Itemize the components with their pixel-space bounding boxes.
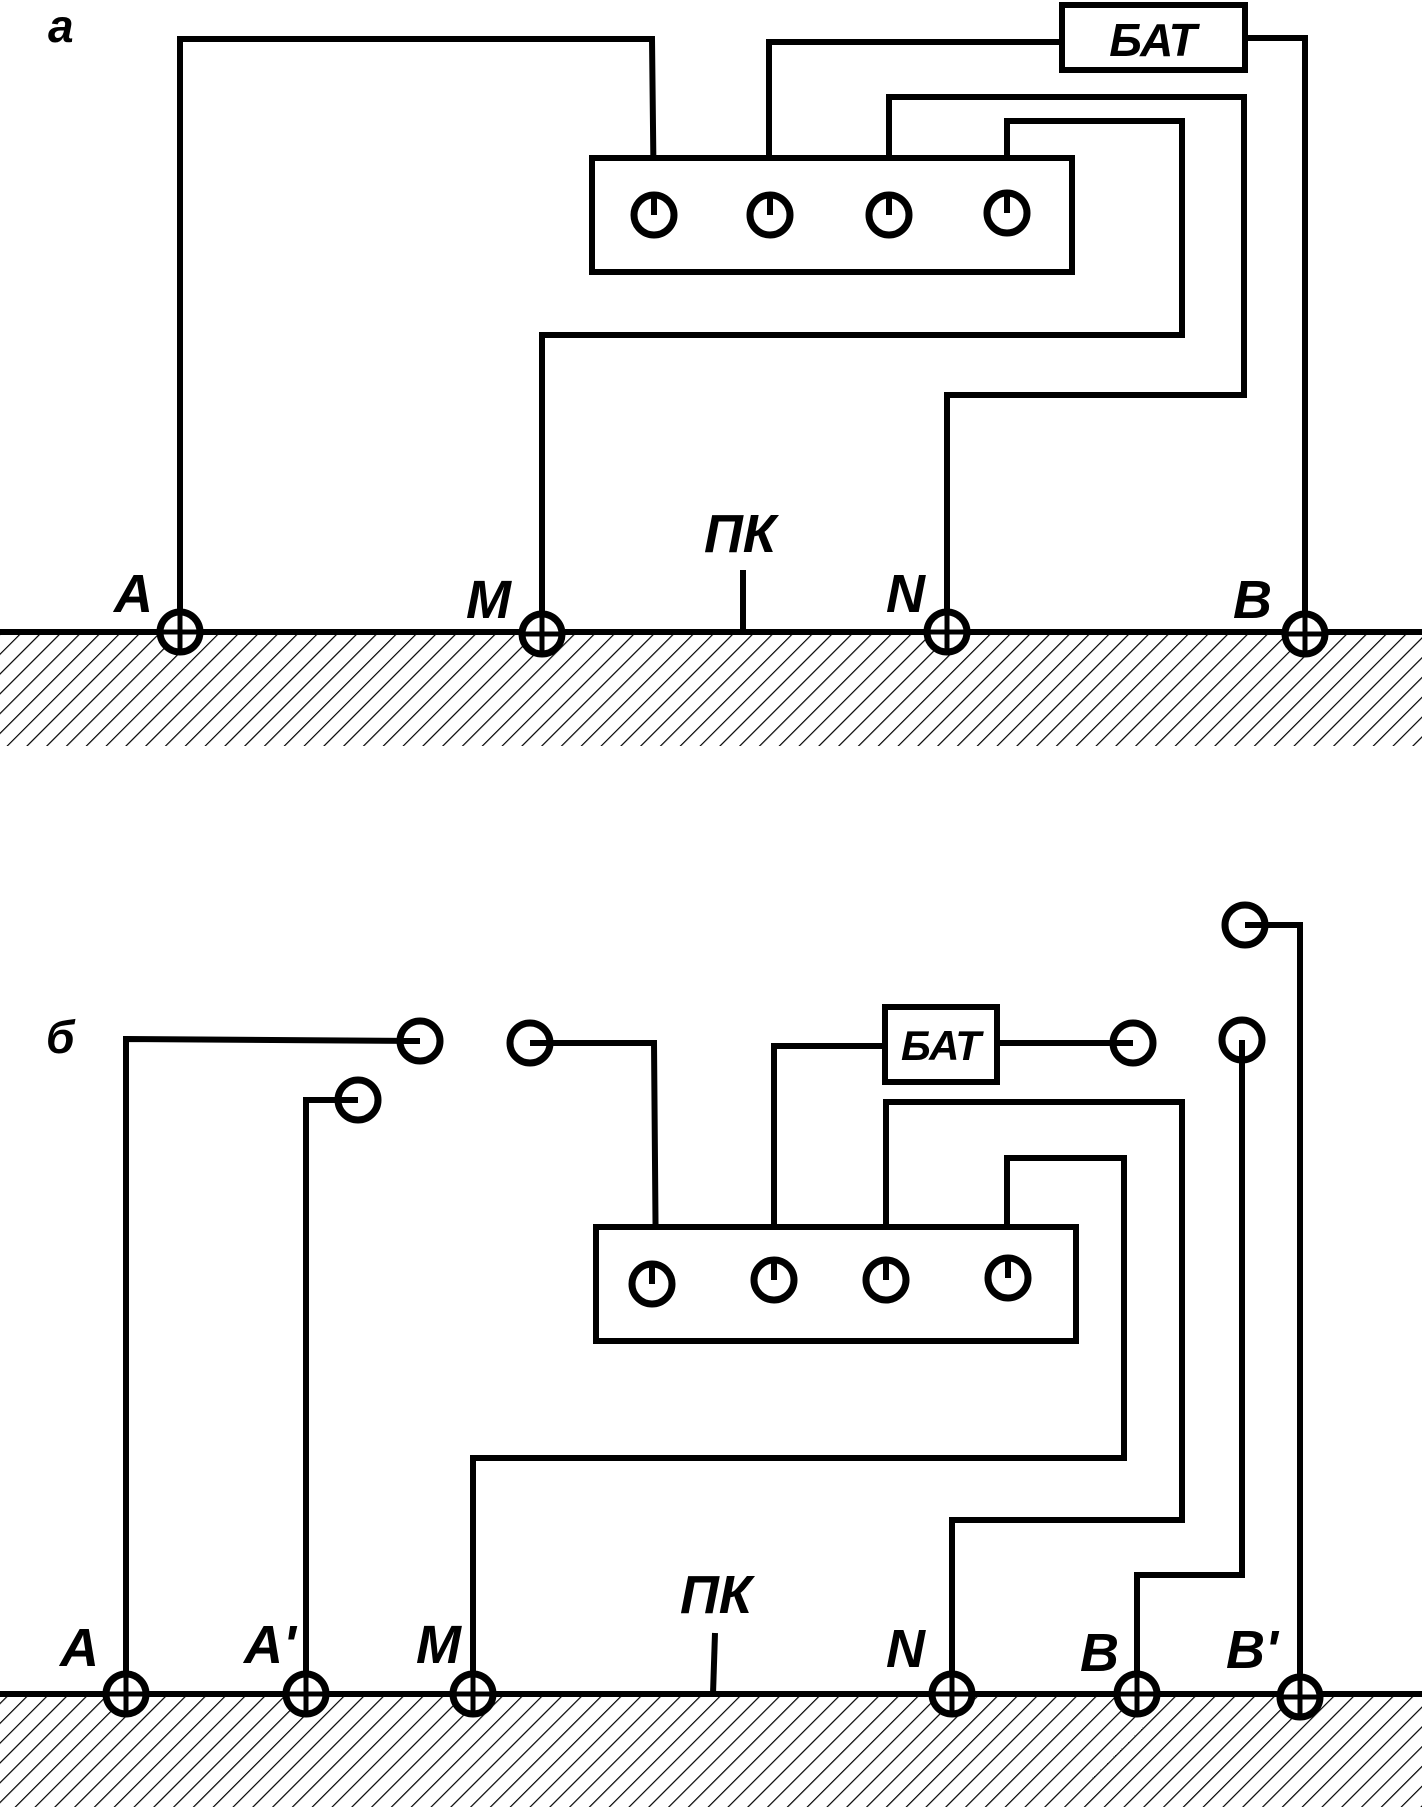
- wire-n-electrode-a: [886, 94, 1247, 635]
- terminal-2-a: [746, 191, 794, 239]
- wire-m-electrode-a: [539, 118, 1185, 635]
- electrode-b-prime-b: [1276, 1673, 1324, 1721]
- wire-a-electrode-a: [177, 36, 658, 635]
- electrode-label-n-a: N: [886, 564, 926, 624]
- wire-m-electrode-b: [470, 1155, 1127, 1697]
- terminal-1-b: [628, 1260, 676, 1308]
- terminal-4-b: [984, 1254, 1032, 1302]
- electrode-a-prime-b: [282, 1670, 330, 1718]
- battery-box-a: [1059, 2, 1248, 73]
- switch-terminal-m-b: [506, 1019, 554, 1067]
- switch-terminal-battery-b: [1109, 1019, 1157, 1067]
- electrode-m-a: [518, 610, 566, 658]
- electrode-label-n-b: N: [886, 1619, 926, 1679]
- electrode-label-a-a: A: [112, 564, 153, 624]
- wire-b-electrode-a: [1242, 35, 1308, 635]
- wire-n-electrode-b: [883, 1099, 1185, 1697]
- wire-a-prime-electrode-b: [303, 1097, 361, 1697]
- electrode-b-a: [1281, 610, 1329, 658]
- terminal-2-b: [750, 1256, 798, 1304]
- terminal-3-b: [862, 1256, 910, 1304]
- electrode-a-a: [156, 608, 204, 656]
- electrode-label-a-b: A: [58, 1618, 99, 1678]
- electrode-m-b: [449, 1670, 497, 1718]
- electrode-b-b: [1113, 1670, 1161, 1718]
- switch-terminal-b-prime-b: [1221, 901, 1269, 949]
- switch-terminal-a-prime-b: [334, 1076, 382, 1124]
- switch-terminal-b-b: [1218, 1016, 1266, 1064]
- wire-switch-to-instrument-b: [527, 1040, 660, 1286]
- electrode-label-b-prime-b: B': [1226, 1620, 1280, 1680]
- electrode-label-m-b: M: [416, 1615, 462, 1675]
- electrode-n-b: [928, 1670, 976, 1718]
- panel-b-label: б: [46, 1011, 76, 1063]
- battery-box-b: [882, 1004, 1000, 1085]
- wire-battery-left-b: [771, 1043, 888, 1283]
- battery-label-b: БАТ: [901, 1022, 984, 1069]
- battery-label-a: БАТ: [1109, 14, 1200, 66]
- terminal-1-a: [630, 191, 678, 239]
- electrode-n-a: [923, 608, 971, 656]
- picket-tick-b: [710, 1632, 718, 1695]
- picket-label-b: ПК: [680, 1565, 756, 1625]
- ground-hatching-b: [0, 1694, 1422, 1807]
- terminal-3-a: [865, 191, 913, 239]
- electrode-label-m-a: M: [466, 570, 512, 630]
- terminal-4-a: [983, 189, 1031, 237]
- panel-b: б БАТ: [0, 901, 1422, 1807]
- picket-label-a: ПК: [704, 504, 780, 564]
- switch-terminal-a-b: [396, 1017, 444, 1065]
- ground-hatching-a: [0, 632, 1422, 746]
- electrode-a-b: [102, 1670, 150, 1718]
- electrode-label-a-prime-b: A': [242, 1615, 298, 1675]
- wire-a-electrode-b: [123, 1035, 424, 1697]
- electrode-label-b-b: B: [1080, 1623, 1119, 1683]
- wire-b-electrode-b: [1134, 1037, 1245, 1697]
- electrode-label-b-a: B: [1233, 570, 1272, 630]
- panel-a: а БАТ ПК A M N B: [0, 0, 1422, 746]
- panel-a-label: а: [48, 0, 74, 52]
